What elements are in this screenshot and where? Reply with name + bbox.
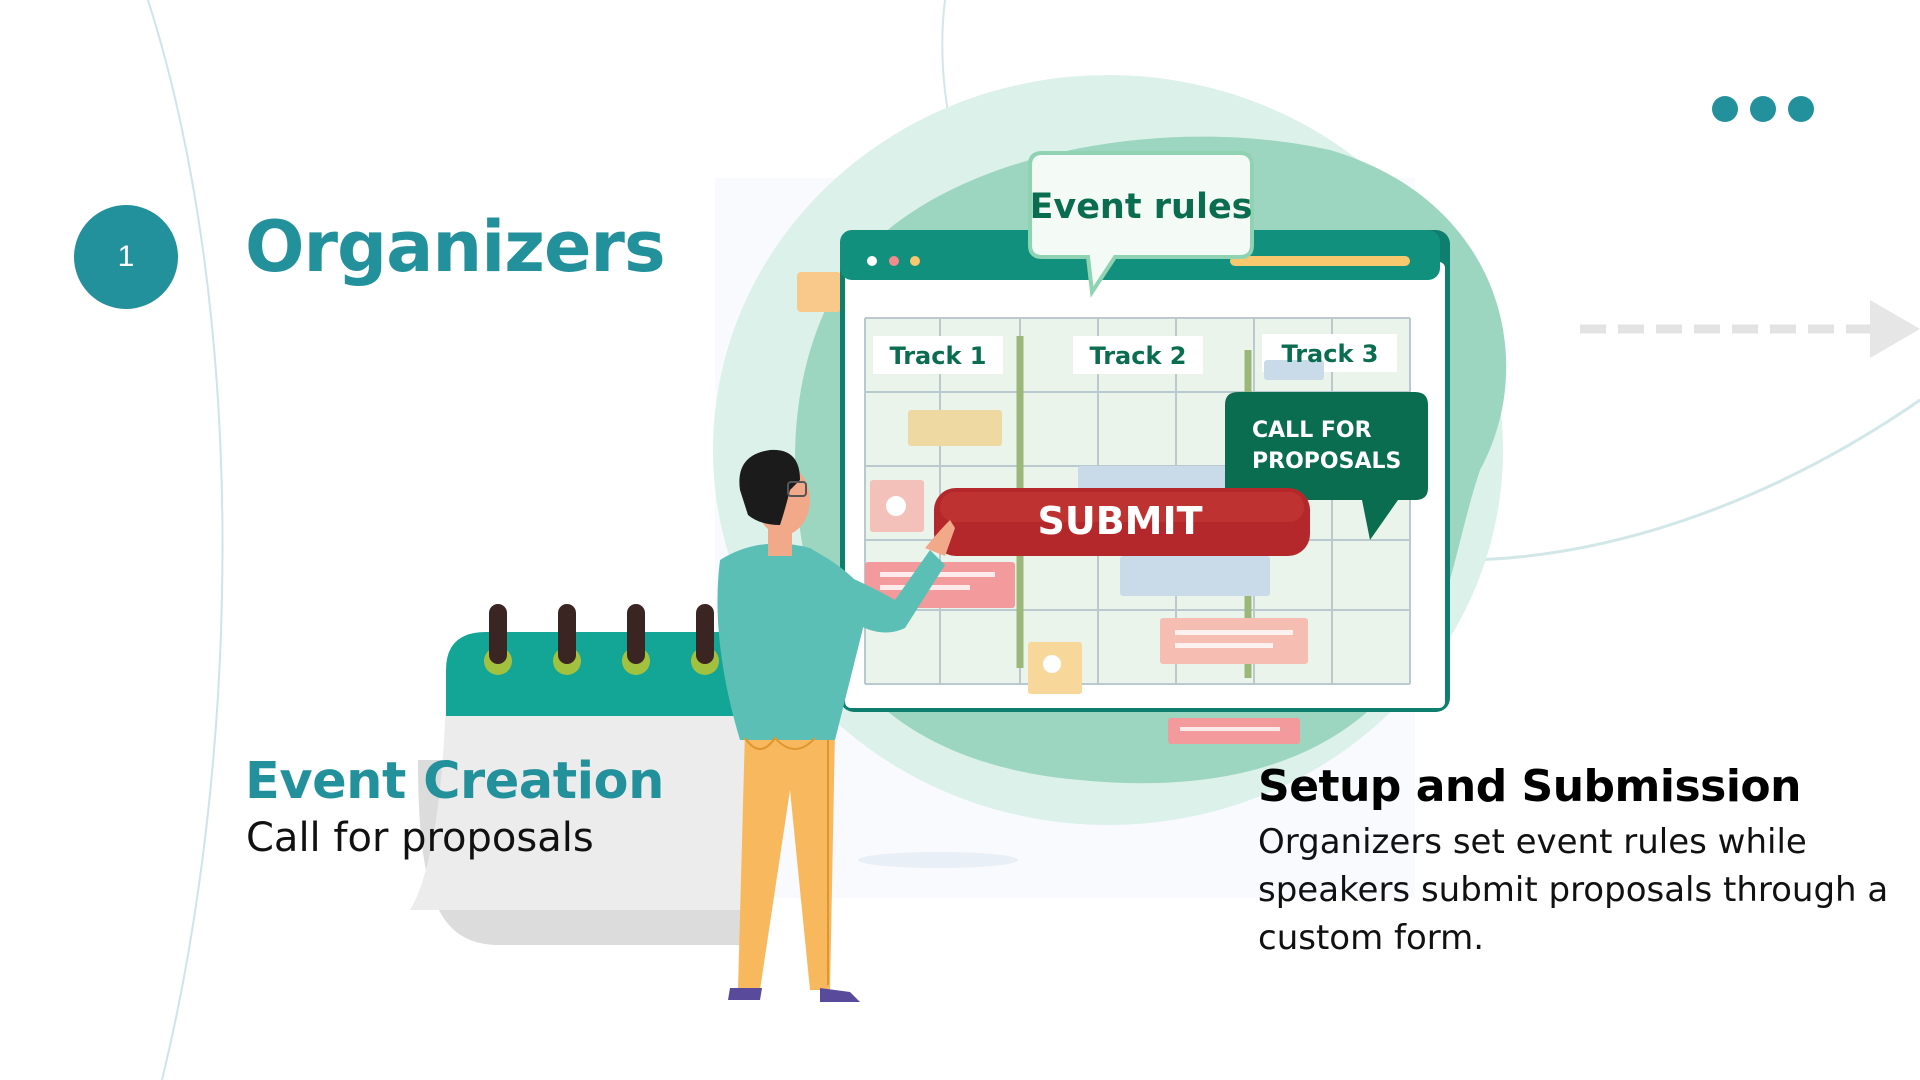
forward-arrow-icon (1580, 300, 1920, 358)
step-number-badge: 1 (74, 205, 178, 309)
cfp-bubble (1225, 392, 1428, 540)
event-rules-label: Event rules (1029, 187, 1252, 227)
setup-submission-title: Setup and Submission (1258, 761, 1802, 812)
event-creation-title: Event Creation (245, 752, 664, 811)
event-rules-bubble (1028, 151, 1254, 298)
page-title: Organizers (245, 206, 666, 288)
shadow (858, 852, 1018, 868)
setup-submission-body: Organizers set event rules while speaker… (1258, 822, 1889, 958)
track-2-label: Track 2 (1089, 342, 1186, 370)
dot (1712, 96, 1738, 122)
calendar-icon (410, 604, 760, 945)
cfp-line-2: PROPOSALS (1252, 449, 1401, 474)
dot (1750, 96, 1776, 122)
track-1-label: Track 1 (889, 342, 986, 370)
submit-button-graphic (934, 488, 1310, 556)
submit-label: SUBMIT (1037, 499, 1202, 543)
track-3-label: Track 3 (1281, 340, 1378, 368)
dot (1788, 96, 1814, 122)
cfp-line-1: CALL FOR (1252, 418, 1372, 443)
decor-curve-left (147, 0, 224, 1080)
more-dots-icon[interactable] (1712, 96, 1814, 122)
decor-curve-right (1439, 398, 1920, 562)
event-creation-subtitle: Call for proposals (246, 815, 594, 861)
float-label-orange (797, 272, 841, 312)
person-icon (717, 449, 955, 1002)
step-number: 1 (117, 240, 135, 273)
